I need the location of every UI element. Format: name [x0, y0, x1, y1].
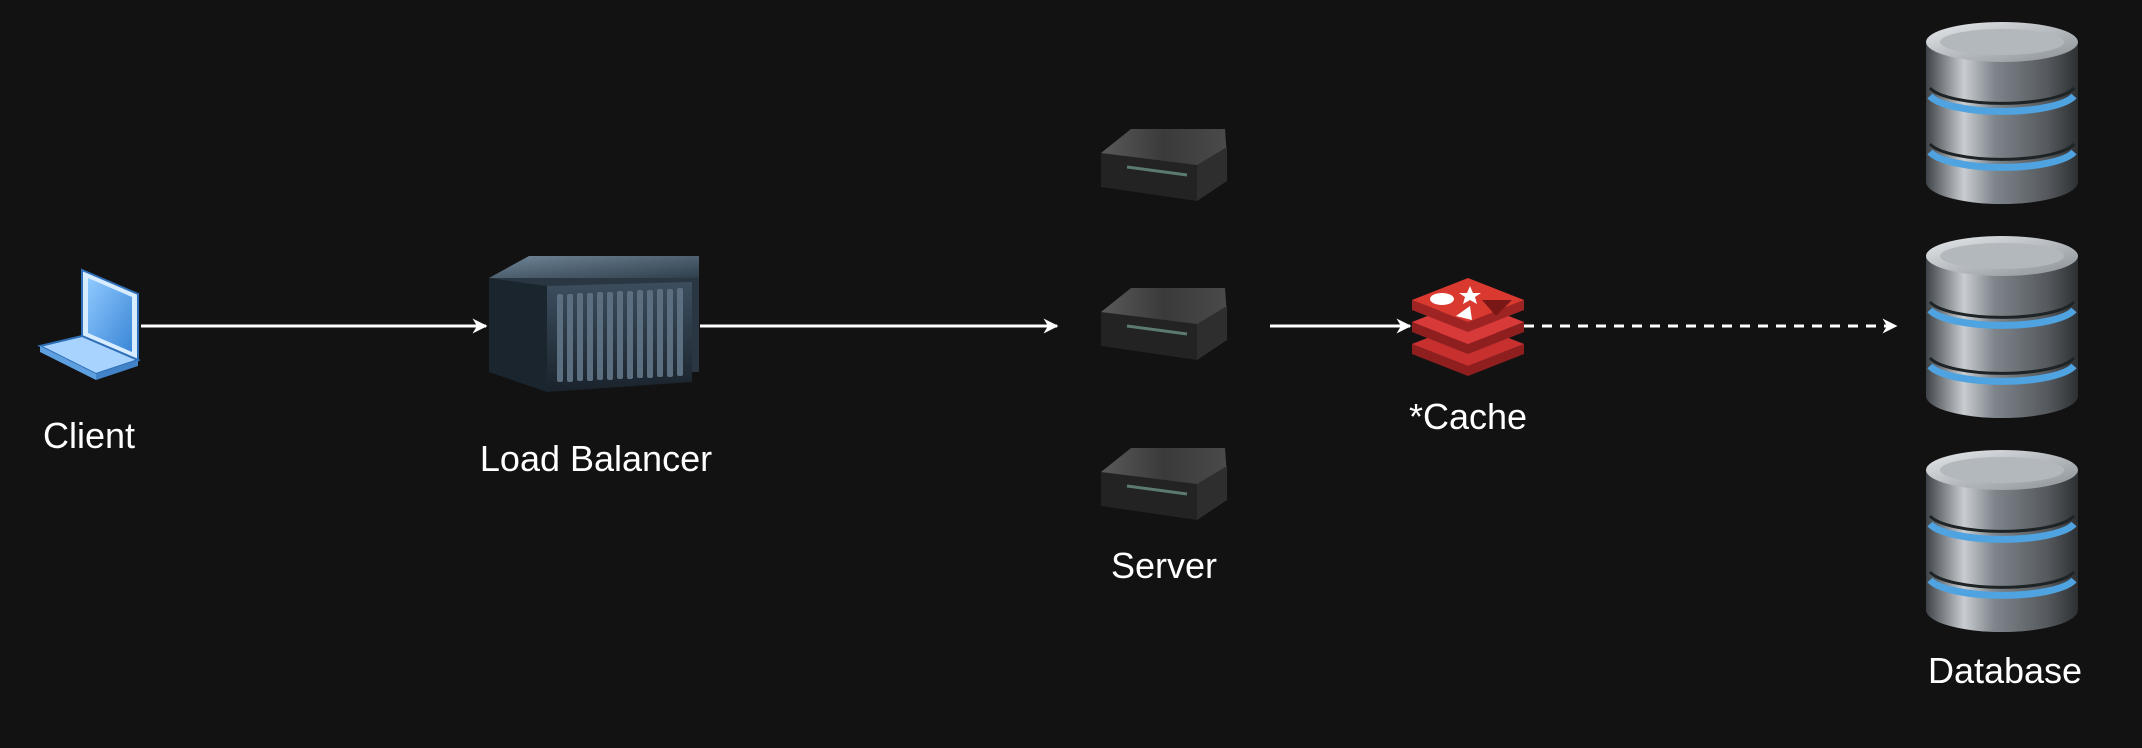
database-icon [1926, 22, 2078, 204]
server-label: Server [1110, 545, 1218, 586]
database-icon [1926, 236, 2078, 418]
server-box-icon [1101, 448, 1227, 520]
laptop-icon [37, 268, 141, 380]
client-label: Client [42, 415, 136, 456]
database-label: Database [1927, 650, 2083, 691]
redis-icon [1412, 278, 1524, 376]
load-balancer-label: Load Balancer [479, 438, 713, 479]
server-box-icon [1101, 288, 1227, 360]
database-icon [1926, 450, 2078, 632]
server-box-icon [1101, 129, 1227, 201]
cache-label: *Cache [1408, 396, 1528, 437]
server-rack-icon [489, 256, 699, 392]
